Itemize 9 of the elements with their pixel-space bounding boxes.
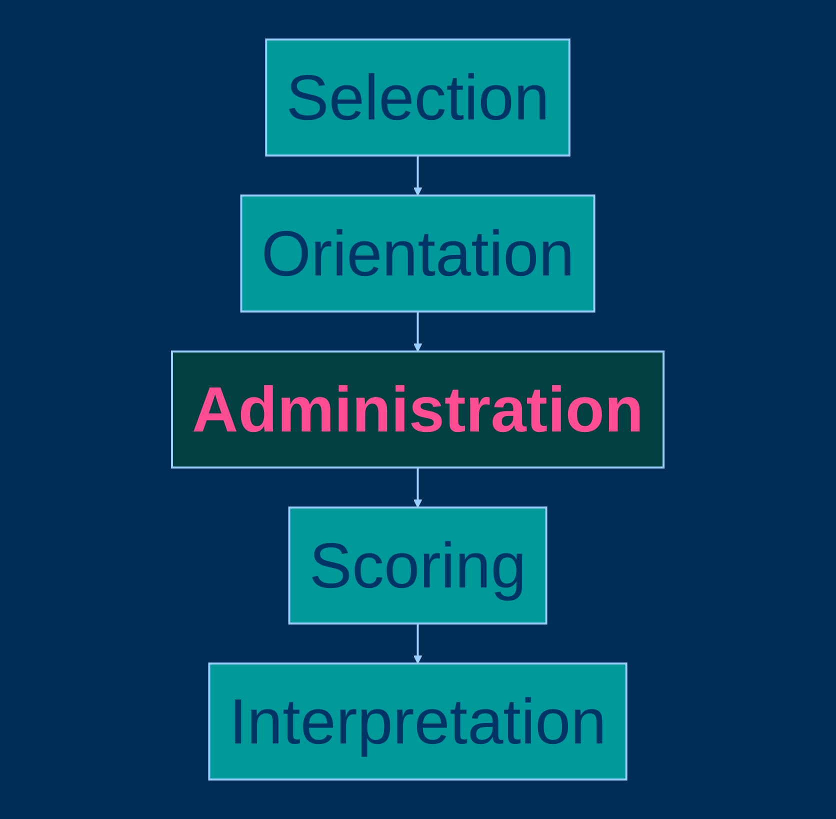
node-box: Administration [171,350,665,468]
arrow [414,156,422,196]
node-box: Scoring [288,506,548,624]
arrow [414,624,422,664]
node-box: Selection [265,38,571,156]
node-box: Orientation [240,194,596,312]
arrow [414,312,422,352]
arrow [414,468,422,508]
node-box: Interpretation [208,662,628,780]
